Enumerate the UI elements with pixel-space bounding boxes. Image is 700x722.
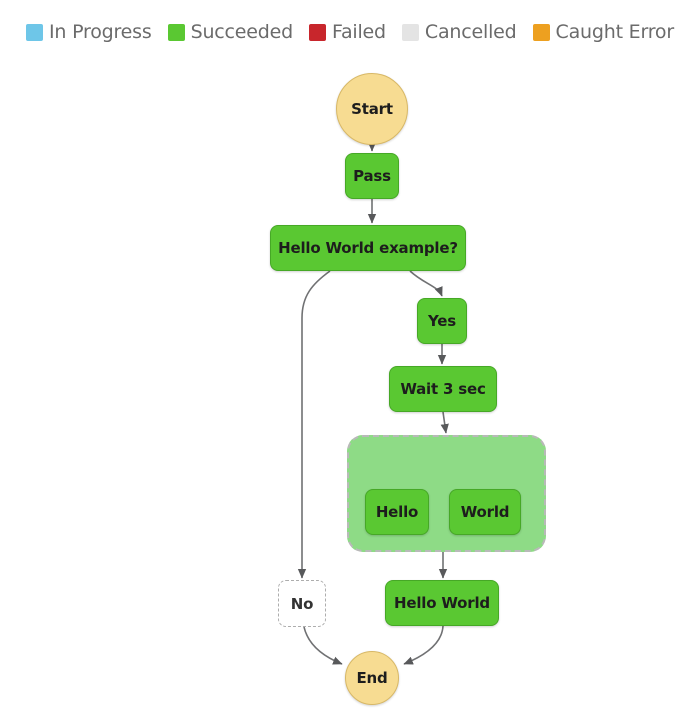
- legend-swatch-succeeded: [167, 23, 185, 41]
- status-legend: In Progress Succeeded Failed Cancelled C…: [0, 0, 700, 58]
- node-world[interactable]: World: [449, 489, 521, 535]
- legend-swatch-in-progress: [26, 23, 43, 41]
- edge-choice-no: [297, 270, 331, 579]
- node-start-label: Start: [351, 100, 393, 118]
- legend-item-cancelled: Cancelled: [401, 21, 517, 43]
- node-wait-3-sec[interactable]: Wait 3 sec: [389, 366, 497, 412]
- edge-no-end: [303, 626, 343, 665]
- legend-swatch-failed: [308, 23, 326, 41]
- legend-item-failed: Failed: [308, 21, 386, 43]
- node-no-label: No: [290, 594, 314, 613]
- workflow-graph[interactable]: Start Pass Hello World example? Yes Wait…: [0, 58, 700, 722]
- node-no[interactable]: No: [278, 580, 326, 627]
- node-world-label: World: [460, 503, 510, 521]
- legend-swatch-cancelled: [401, 23, 419, 41]
- legend-item-in-progress: In Progress: [26, 21, 152, 43]
- legend-swatch-caught-error: [532, 23, 550, 41]
- legend-label-failed: Failed: [331, 21, 386, 43]
- node-yes[interactable]: Yes: [417, 298, 467, 344]
- legend-label-cancelled: Cancelled: [424, 21, 517, 43]
- node-choice-label: Hello World example?: [278, 239, 458, 257]
- node-hello-label: Hello: [375, 503, 419, 521]
- edge-wait-parallel: [440, 411, 449, 434]
- legend-item-succeeded: Succeeded: [167, 21, 294, 43]
- node-hello-world-label: Hello World: [394, 594, 490, 612]
- node-end[interactable]: End: [345, 651, 399, 705]
- node-end-label: End: [356, 669, 388, 687]
- node-hello-world[interactable]: Hello World: [385, 580, 499, 626]
- legend-label-in-progress: In Progress: [49, 21, 152, 43]
- edge-choice-yes: [409, 270, 443, 297]
- edge-helloworld-end: [403, 625, 444, 665]
- legend-item-caught-error: Caught Error: [532, 21, 675, 43]
- node-start[interactable]: Start: [336, 73, 408, 145]
- node-pass[interactable]: Pass: [345, 153, 399, 199]
- node-wait-label: Wait 3 sec: [400, 380, 486, 398]
- node-hello[interactable]: Hello: [365, 489, 429, 535]
- node-pass-label: Pass: [353, 167, 391, 185]
- legend-label-caught-error: Caught Error: [555, 21, 675, 43]
- legend-label-succeeded: Succeeded: [190, 21, 294, 43]
- node-choice-hello-world-example[interactable]: Hello World example?: [270, 225, 466, 271]
- node-yes-label: Yes: [428, 312, 456, 330]
